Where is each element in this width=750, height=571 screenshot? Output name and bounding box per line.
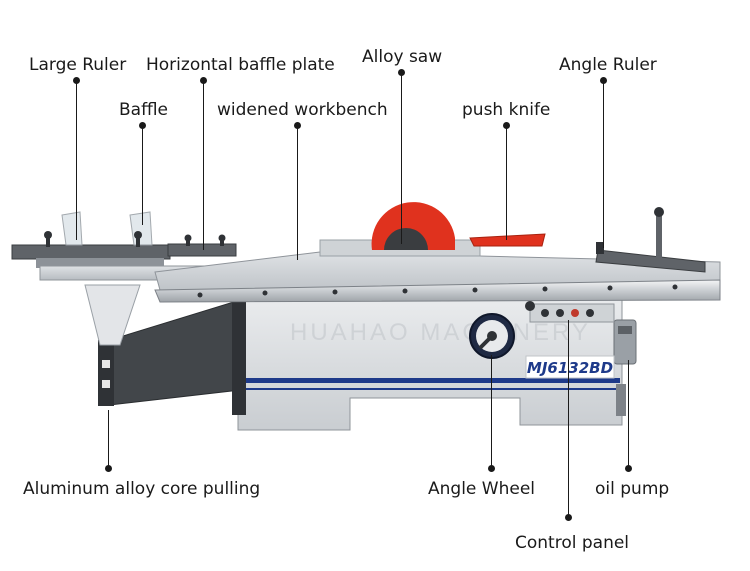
leader-angle-wheel	[491, 355, 492, 467]
label-push-knife: push knife	[462, 100, 551, 120]
label-widened-workbench: widened workbench	[217, 100, 388, 120]
leader-dot-push-knife	[503, 122, 510, 129]
leader-horizontal-baffle-plate	[203, 80, 204, 250]
label-aluminum-alloy-core-pulling: Aluminum alloy core pulling	[23, 479, 261, 499]
cabinet: HUAHAO MACHINERY	[237, 299, 623, 431]
push-knife	[469, 233, 546, 247]
angle-wheel	[469, 313, 515, 359]
label-baffle: Baffle	[119, 100, 168, 120]
leader-dot-horizontal-baffle-plate	[200, 77, 207, 84]
label-large-ruler: Large Ruler	[29, 55, 127, 75]
leader-alloy-saw	[401, 72, 402, 244]
label-alloy-saw: Alloy saw	[362, 47, 443, 67]
leader-dot-baffle	[139, 122, 146, 129]
oil-pump	[613, 319, 637, 416]
leader-aluminum-alloy-core-pulling	[108, 410, 109, 468]
leader-dot-angle-wheel	[488, 465, 495, 472]
leader-large-ruler	[76, 80, 77, 240]
label-oil-pump: oil pump	[595, 479, 670, 499]
saw-blade	[371, 202, 455, 250]
extension-support	[84, 284, 246, 415]
leader-dot-alloy-saw	[398, 69, 405, 76]
label-control-panel: Control panel	[515, 533, 630, 553]
leader-control-panel	[568, 320, 569, 517]
model-plate: MJ6132BD	[525, 355, 615, 379]
leader-dot-large-ruler	[73, 77, 80, 84]
leader-dot-widened-workbench	[294, 122, 301, 129]
leader-angle-ruler	[603, 80, 604, 248]
leader-push-knife	[506, 125, 507, 240]
leader-dot-aluminum-alloy-core-pulling	[105, 465, 112, 472]
leader-baffle	[142, 125, 143, 225]
leader-oil-pump	[628, 360, 629, 467]
angle-ruler	[595, 207, 706, 273]
label-angle-wheel: Angle Wheel	[428, 479, 536, 499]
leader-widened-workbench	[297, 125, 298, 260]
label-angle-ruler: Angle Ruler	[559, 55, 657, 75]
watermark: HUAHAO MACHINERY	[290, 319, 591, 346]
control-panel	[525, 301, 615, 323]
label-horizontal-baffle-plate: Horizontal baffle plate	[146, 55, 335, 75]
horizontal-baffle	[167, 234, 237, 257]
leader-dot-oil-pump	[625, 465, 632, 472]
model-number: MJ6132BD	[527, 359, 613, 377]
leader-dot-angle-ruler	[600, 77, 607, 84]
leader-dot-control-panel	[565, 514, 572, 521]
